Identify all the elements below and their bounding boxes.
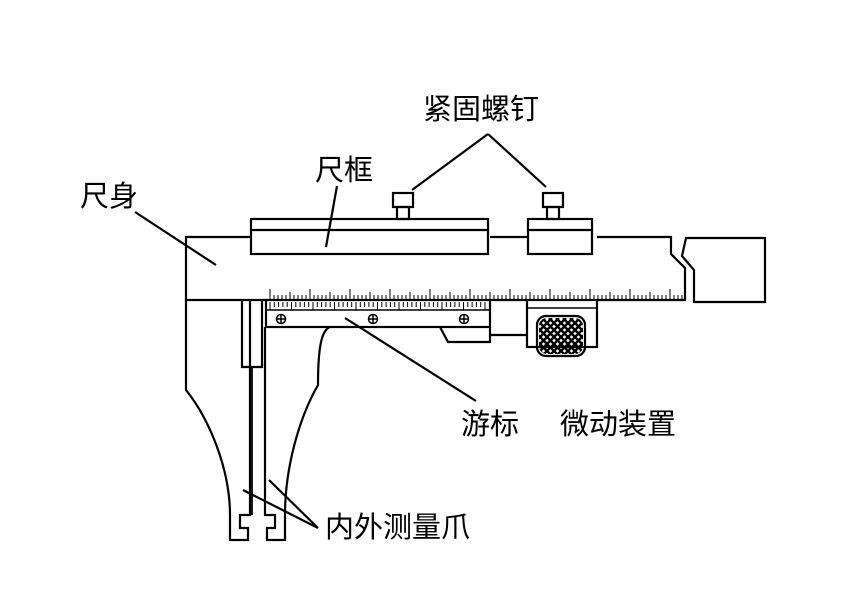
vernier-screw-2 (367, 313, 379, 325)
knurl-line (596, 318, 636, 358)
knurl-line (539, 318, 567, 354)
label-jaws: 内外测量爪 (325, 510, 471, 544)
clamp-screw-2 (541, 191, 565, 221)
knurl-line (539, 318, 560, 354)
knurled-wheel-pattern (479, 318, 643, 358)
movable-jaw (263, 325, 331, 542)
knurl-line (539, 318, 553, 354)
fixed-jaw (184, 300, 252, 542)
leader-vernier (344, 317, 477, 402)
vernier-screw-3 (458, 313, 470, 325)
inner-jaw-blade (240, 300, 264, 369)
fine-adjust-housing (525, 298, 599, 349)
scale-ticks (269, 289, 683, 300)
knurl-line (555, 318, 583, 354)
knurl-line (546, 318, 583, 354)
knurl-line (541, 318, 583, 354)
vernier-plate (264, 298, 492, 329)
fine-adjust-block (526, 217, 594, 256)
ruler-body-break-piece (680, 236, 767, 304)
label-fine-adjust: 微动装置 (560, 407, 677, 441)
knurl-line (486, 318, 526, 358)
label-vernier: 游标 (461, 407, 520, 441)
label-ruler-body: 尺身 (80, 179, 139, 213)
knurl-line (581, 318, 583, 354)
clamp-screw-1 (391, 191, 415, 221)
ruler-frame (249, 217, 490, 256)
knurl-line (598, 318, 638, 358)
label-clamp-screws: 紧固螺钉 (423, 92, 540, 126)
leader-clamp-1 (411, 133, 489, 191)
knurl-line (491, 318, 531, 358)
knurl-line (498, 318, 538, 358)
leader-clamp-2 (487, 133, 547, 188)
knurled-wheel (535, 314, 587, 358)
knurl-line (584, 318, 624, 358)
knurl-line (589, 318, 629, 358)
knurl-line (562, 318, 583, 354)
label-ruler-frame: 尺框 (315, 153, 374, 187)
leader-body (134, 211, 217, 266)
knurl-line (553, 318, 583, 354)
knurl-line (603, 318, 643, 358)
vernier-screw-1 (275, 313, 287, 325)
ruler-body-outline (184, 235, 687, 302)
knurl-line (539, 318, 541, 354)
leader-jaw-2 (268, 479, 319, 529)
leader-frame (324, 185, 339, 248)
knurl-line (479, 318, 519, 358)
knurl-line (539, 318, 576, 354)
knurl-line (569, 318, 583, 354)
leader-jaw-1 (242, 489, 319, 529)
vernier-lower-body (439, 326, 492, 344)
knurl-line (539, 318, 581, 354)
vernier-ticks (269, 302, 486, 310)
